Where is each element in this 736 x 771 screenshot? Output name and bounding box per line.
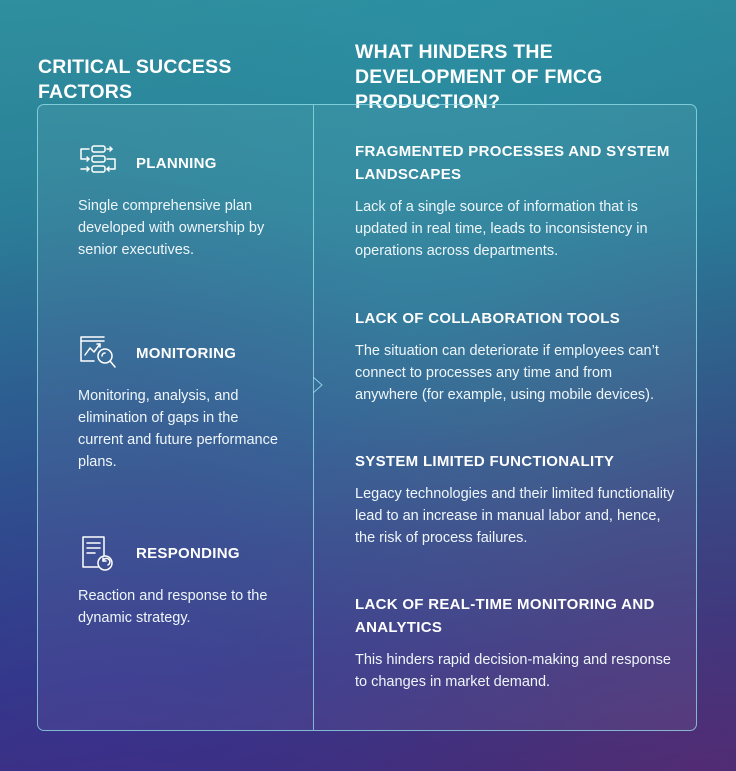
issue-description: The situation can deteriorate if employe…	[355, 343, 659, 403]
content-panel: PLANNING Single comprehensive plan devel…	[37, 104, 697, 731]
column-divider	[313, 105, 314, 730]
factor-header: MONITORING	[78, 333, 283, 373]
issue-description: Legacy technologies and their limited fu…	[355, 486, 675, 546]
factor-title: RESPONDING	[136, 544, 240, 562]
factor-responding: RESPONDING Reaction and response to the …	[78, 533, 283, 629]
document-response-icon	[82, 536, 113, 571]
issue-description: Lack of a single source of information t…	[355, 199, 648, 259]
factor-planning: PLANNING Single comprehensive plan devel…	[78, 143, 283, 261]
divider-arrow-icon	[313, 377, 323, 393]
factor-title: PLANNING	[136, 154, 217, 172]
issue-limited-functionality: SYSTEM LIMITED FUNCTIONALITY Legacy tech…	[355, 450, 675, 549]
issue-realtime-monitoring: LACK OF REAL-TIME MONITORING AND ANALYTI…	[355, 593, 675, 693]
issue-fragmented-processes: FRAGMENTED PROCESSES AND SYSTEM LANDSCAP…	[355, 140, 675, 262]
issue-title: SYSTEM LIMITED FUNCTIONALITY	[355, 453, 615, 470]
factor-title: MONITORING	[136, 344, 237, 362]
right-heading: WHAT HINDERS THE DEVELOPMENT OF FMCG PRO…	[355, 41, 603, 113]
factor-description: Reaction and response to the dynamic str…	[78, 588, 268, 626]
issue-description: This hinders rapid decision-making and r…	[355, 652, 671, 690]
issue-title: LACK OF COLLABORATION TOOLS	[355, 310, 621, 327]
issue-title: LACK OF REAL-TIME MONITORING AND ANALYTI…	[355, 596, 655, 636]
issue-collaboration-tools: LACK OF COLLABORATION TOOLS The situatio…	[355, 307, 675, 406]
monitoring-chart-magnifier-icon	[80, 336, 116, 368]
factor-header: PLANNING	[78, 143, 283, 183]
left-heading: CRITICAL SUCCESS FACTORS	[38, 56, 232, 103]
planning-flow-icon	[80, 145, 116, 173]
factor-monitoring: MONITORING Monitoring, analysis, and eli…	[78, 333, 283, 473]
issue-title: FRAGMENTED PROCESSES AND SYSTEM LANDSCAP…	[355, 143, 670, 183]
factor-description: Single comprehensive plan developed with…	[78, 198, 265, 258]
factor-description: Monitoring, analysis, and elimination of…	[78, 388, 278, 470]
factor-header: RESPONDING	[78, 533, 283, 573]
